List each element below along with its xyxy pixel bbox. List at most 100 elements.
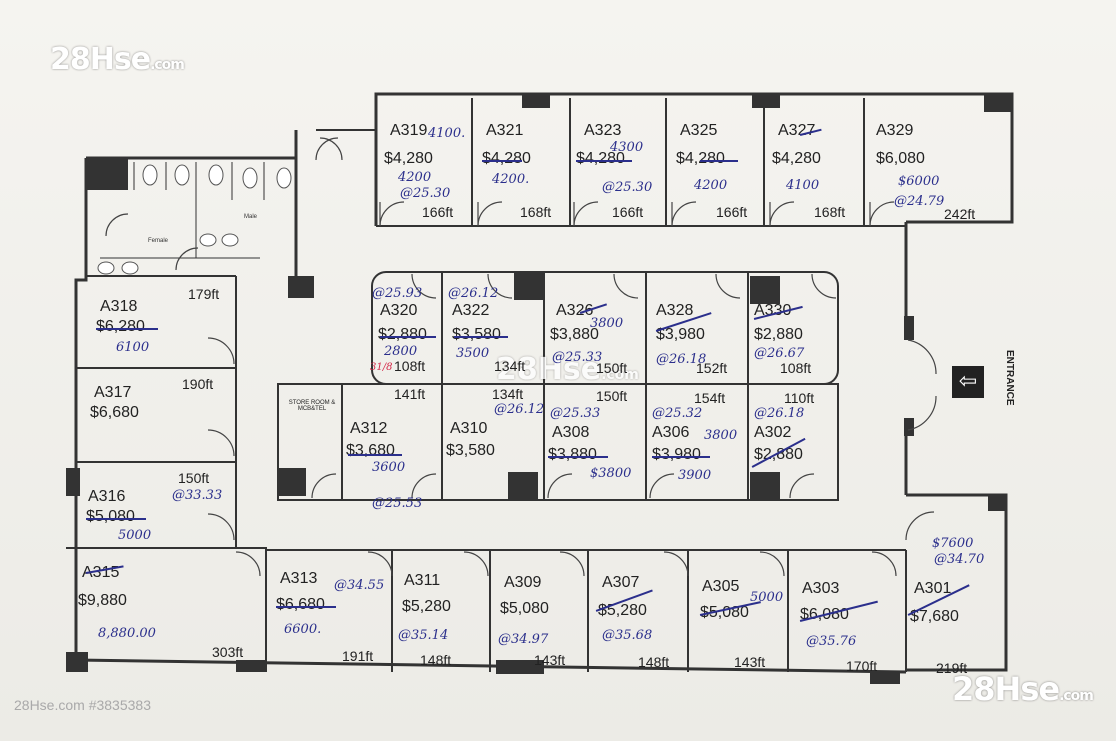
handwritten-note: @34.97 [498, 632, 549, 647]
handwritten-note: 6100 [116, 340, 150, 355]
handwritten-note: 3600 [372, 460, 406, 475]
room-size: 148ft [420, 652, 452, 668]
room-price: $5,080 [86, 508, 135, 525]
room-size: 134ft [494, 358, 526, 374]
room-price: $6,680 [90, 404, 139, 421]
handwritten-note: 4200. [492, 172, 530, 187]
room-price: $3,880 [548, 446, 597, 463]
strikethrough-mark [652, 456, 710, 458]
handwritten-note: @26.12 [448, 286, 499, 301]
room-size: 166ft [422, 204, 454, 220]
handwritten-note: @33.33 [172, 488, 223, 503]
handwritten-date-note: 31/8 [370, 362, 393, 373]
handwritten-note: @24.79 [894, 194, 945, 209]
handwritten-note: 5000 [118, 528, 152, 543]
handwritten-note: 3800 [590, 316, 624, 331]
room-id: A308 [552, 424, 590, 441]
room-size: 143ft [534, 652, 566, 668]
listing-id: 28Hse.com #3835383 [14, 697, 151, 713]
handwritten-note: 3500 [456, 346, 490, 361]
room-size: 191ft [342, 648, 374, 664]
room-id: A312 [350, 420, 388, 437]
watermark-top-left: 28Hse.com [50, 42, 185, 77]
room-price: $2,880 [378, 326, 427, 343]
room-id: A325 [680, 122, 718, 139]
room-price: $3,980 [652, 446, 701, 463]
room-id: A309 [504, 574, 542, 591]
room-id: A320 [380, 302, 418, 319]
handwritten-note: @25.93 [372, 286, 423, 301]
room-price: $6,680 [276, 596, 325, 613]
entrance-label: ENTRANCE [1004, 350, 1015, 406]
handwritten-note: 6600. [284, 622, 322, 637]
room-id: A323 [584, 122, 622, 139]
room-size: 170ft [846, 658, 878, 674]
room-id: A327 [778, 122, 816, 139]
handwritten-note: $7600 [932, 536, 974, 551]
handwritten-note: @25.33 [550, 406, 601, 421]
room-size: 141ft [394, 386, 426, 402]
store-room-label: STORE ROOM & MCB&TEL [288, 400, 336, 412]
room-size: 190ft [182, 376, 214, 392]
handwritten-note: 8,880.00 [98, 626, 156, 641]
room-id: A307 [602, 574, 640, 591]
room-price: $4,280 [772, 150, 821, 167]
room-size: 242ft [944, 206, 976, 222]
handwritten-note: 3800 [704, 428, 738, 443]
room-size: 148ft [638, 654, 670, 670]
handwritten-note: 3900 [678, 468, 712, 483]
room-id: A310 [450, 420, 488, 437]
handwritten-note: $3800 [590, 466, 632, 481]
room-size: 219ft [936, 660, 968, 676]
handwritten-note: 4200 [694, 178, 728, 193]
strikethrough-mark [576, 160, 632, 162]
handwritten-note: 4100. [428, 126, 466, 141]
room-id: A319 [390, 122, 428, 139]
washroom-male-label: Male [244, 214, 258, 220]
room-price: $4,280 [576, 150, 625, 167]
handwritten-note: @25.53 [372, 496, 423, 511]
handwritten-note: @35.14 [398, 628, 449, 643]
room-size: 303ft [212, 644, 244, 660]
handwritten-note: @25.32 [652, 406, 703, 421]
room-id: A326 [556, 302, 594, 319]
room-price: $3,980 [656, 326, 705, 343]
washroom-female-label: Female [148, 238, 169, 244]
handwritten-note: @34.70 [934, 552, 985, 567]
room-price: $7,680 [910, 608, 959, 625]
strikethrough-mark [86, 518, 146, 520]
room-price: $3,580 [446, 442, 495, 459]
strikethrough-mark [96, 328, 158, 330]
room-price: $6,080 [876, 150, 925, 167]
room-size: 150ft [178, 470, 210, 486]
room-id: A311 [404, 572, 441, 589]
room-size: 134ft [492, 386, 524, 402]
handwritten-note: @35.68 [602, 628, 653, 643]
room-size: 166ft [716, 204, 748, 220]
room-size: 166ft [612, 204, 644, 220]
room-size: 168ft [520, 204, 552, 220]
room-id: A328 [656, 302, 694, 319]
handwritten-note: @25.33 [552, 350, 603, 365]
room-price: $5,280 [402, 598, 451, 615]
room-price: $3,880 [550, 326, 599, 343]
room-id: A301 [914, 580, 952, 597]
handwritten-note: 4200 [398, 170, 432, 185]
room-size: 154ft [694, 390, 726, 406]
room-price: $4,280 [676, 150, 725, 167]
room-id: A316 [88, 488, 126, 505]
handwritten-note: @25.30 [400, 186, 451, 201]
handwritten-note: 4300 [610, 140, 644, 155]
room-size: 110ft [784, 390, 815, 406]
handwritten-note: @26.67 [754, 346, 805, 361]
room-price: $4,280 [384, 150, 433, 167]
watermark-center: 28Hse.com [496, 352, 639, 387]
strikethrough-mark [548, 456, 608, 458]
room-size: 108ft [780, 360, 812, 376]
strikethrough-mark [454, 336, 508, 338]
handwritten-note: @34.55 [334, 578, 385, 593]
handwritten-note: 2800 [384, 344, 418, 359]
handwritten-note: $6000 [898, 174, 940, 189]
room-size: 108ft [394, 358, 426, 374]
